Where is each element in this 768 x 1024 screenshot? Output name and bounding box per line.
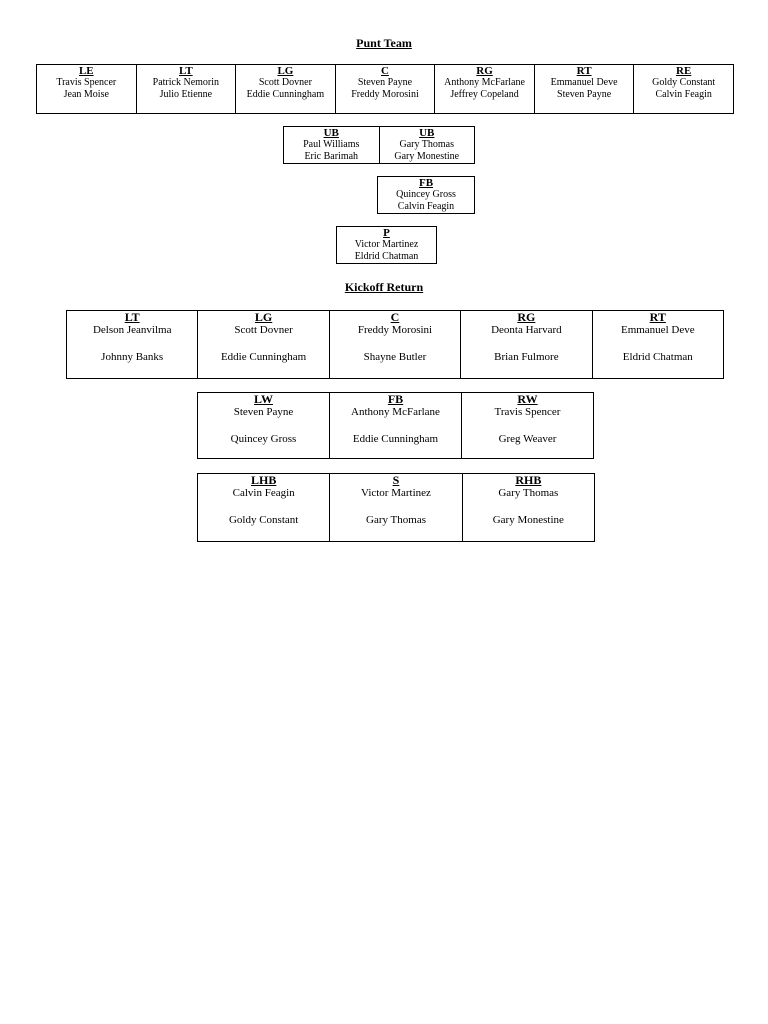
player-name: Johnny Banks (101, 351, 164, 363)
player-name: Scott Dovner (258, 77, 312, 88)
player-name: Jeffrey Copeland (450, 89, 519, 100)
player-name: Eldrid Chatman (622, 351, 693, 363)
player-name: Eddie Cunningham (352, 433, 439, 445)
player-name: Calvin Feagin (655, 89, 712, 100)
player-name: Freddy Morosini (351, 89, 419, 100)
player-name: Calvin Feagin (397, 201, 455, 212)
player-name: Eddie Cunningham (246, 89, 325, 100)
position-label: RW (517, 392, 538, 406)
player-name: Freddy Morosini (357, 324, 433, 336)
player-name: Eddie Cunningham (220, 351, 307, 363)
player-name: Steven Payne (557, 89, 612, 100)
player-name: Greg Weaver (498, 433, 557, 445)
player-name: Deonta Harvard (491, 324, 562, 336)
position-label: FB (387, 392, 404, 406)
player-name: Patrick Nemorin (152, 77, 220, 88)
player-name: Eric Barimah (304, 151, 359, 162)
player-name: Gary Monestine (394, 151, 460, 162)
player-name: Goldy Constant (652, 77, 716, 88)
player-name: Delson Jeanvilma (92, 324, 172, 336)
position-label: UB (419, 127, 435, 139)
position-label: LG (254, 310, 273, 324)
player-name: Quincey Gross (396, 189, 456, 200)
position-label: RG (476, 65, 493, 77)
player-name: Emmanuel Deve (620, 324, 695, 336)
position-label: LT (179, 65, 193, 77)
position-label: P (383, 227, 390, 239)
position-label: RE (676, 65, 692, 77)
position-label: RHB (515, 473, 542, 487)
player-name: Victor Martinez (354, 239, 419, 250)
player-name: Travis Spencer (56, 77, 117, 88)
player-name: Steven Payne (233, 406, 294, 418)
player-name: Gary Thomas (399, 139, 455, 150)
player-name: Scott Dovner (234, 324, 293, 336)
position-label: C (380, 65, 389, 77)
player-name: Gary Monestine (492, 514, 564, 526)
player-name: Eldrid Chatman (354, 251, 419, 262)
position-label: LE (78, 65, 94, 77)
player-name: Brian Fulmore (494, 351, 559, 363)
kickoff-return-title: Kickoff Return (344, 280, 424, 294)
player-name: Paul Williams (303, 139, 360, 150)
position-label: LT (124, 310, 140, 324)
player-name: Jean Moise (63, 89, 109, 100)
position-label: LHB (250, 473, 277, 487)
player-name: Quincey Gross (230, 433, 297, 445)
player-name: Julio Etienne (159, 89, 213, 100)
player-name: Gary Thomas (366, 514, 426, 526)
position-label: RT (576, 65, 592, 77)
punt-team-title: Punt Team (356, 36, 412, 50)
position-label: RG (517, 310, 536, 324)
player-name: Anthony McFarlane (351, 406, 440, 418)
player-name: Anthony McFarlane (444, 77, 525, 88)
player-name: Gary Thomas (498, 487, 559, 499)
position-label: LG (277, 65, 294, 77)
player-name: Goldy Constant (228, 514, 299, 526)
position-label: LW (254, 392, 273, 406)
position-label: FB (418, 177, 434, 189)
position-label: RT (649, 310, 666, 324)
player-name: Calvin Feagin (232, 487, 295, 499)
player-name: Victor Martinez (361, 487, 431, 499)
position-label: C (390, 310, 400, 324)
player-name: Emmanuel Deve (550, 77, 618, 88)
player-name: Steven Payne (357, 77, 413, 88)
player-name: Shayne Butler (363, 351, 427, 363)
position-label: UB (323, 127, 339, 139)
player-name: Travis Spencer (494, 406, 561, 418)
position-label: S (392, 473, 400, 487)
